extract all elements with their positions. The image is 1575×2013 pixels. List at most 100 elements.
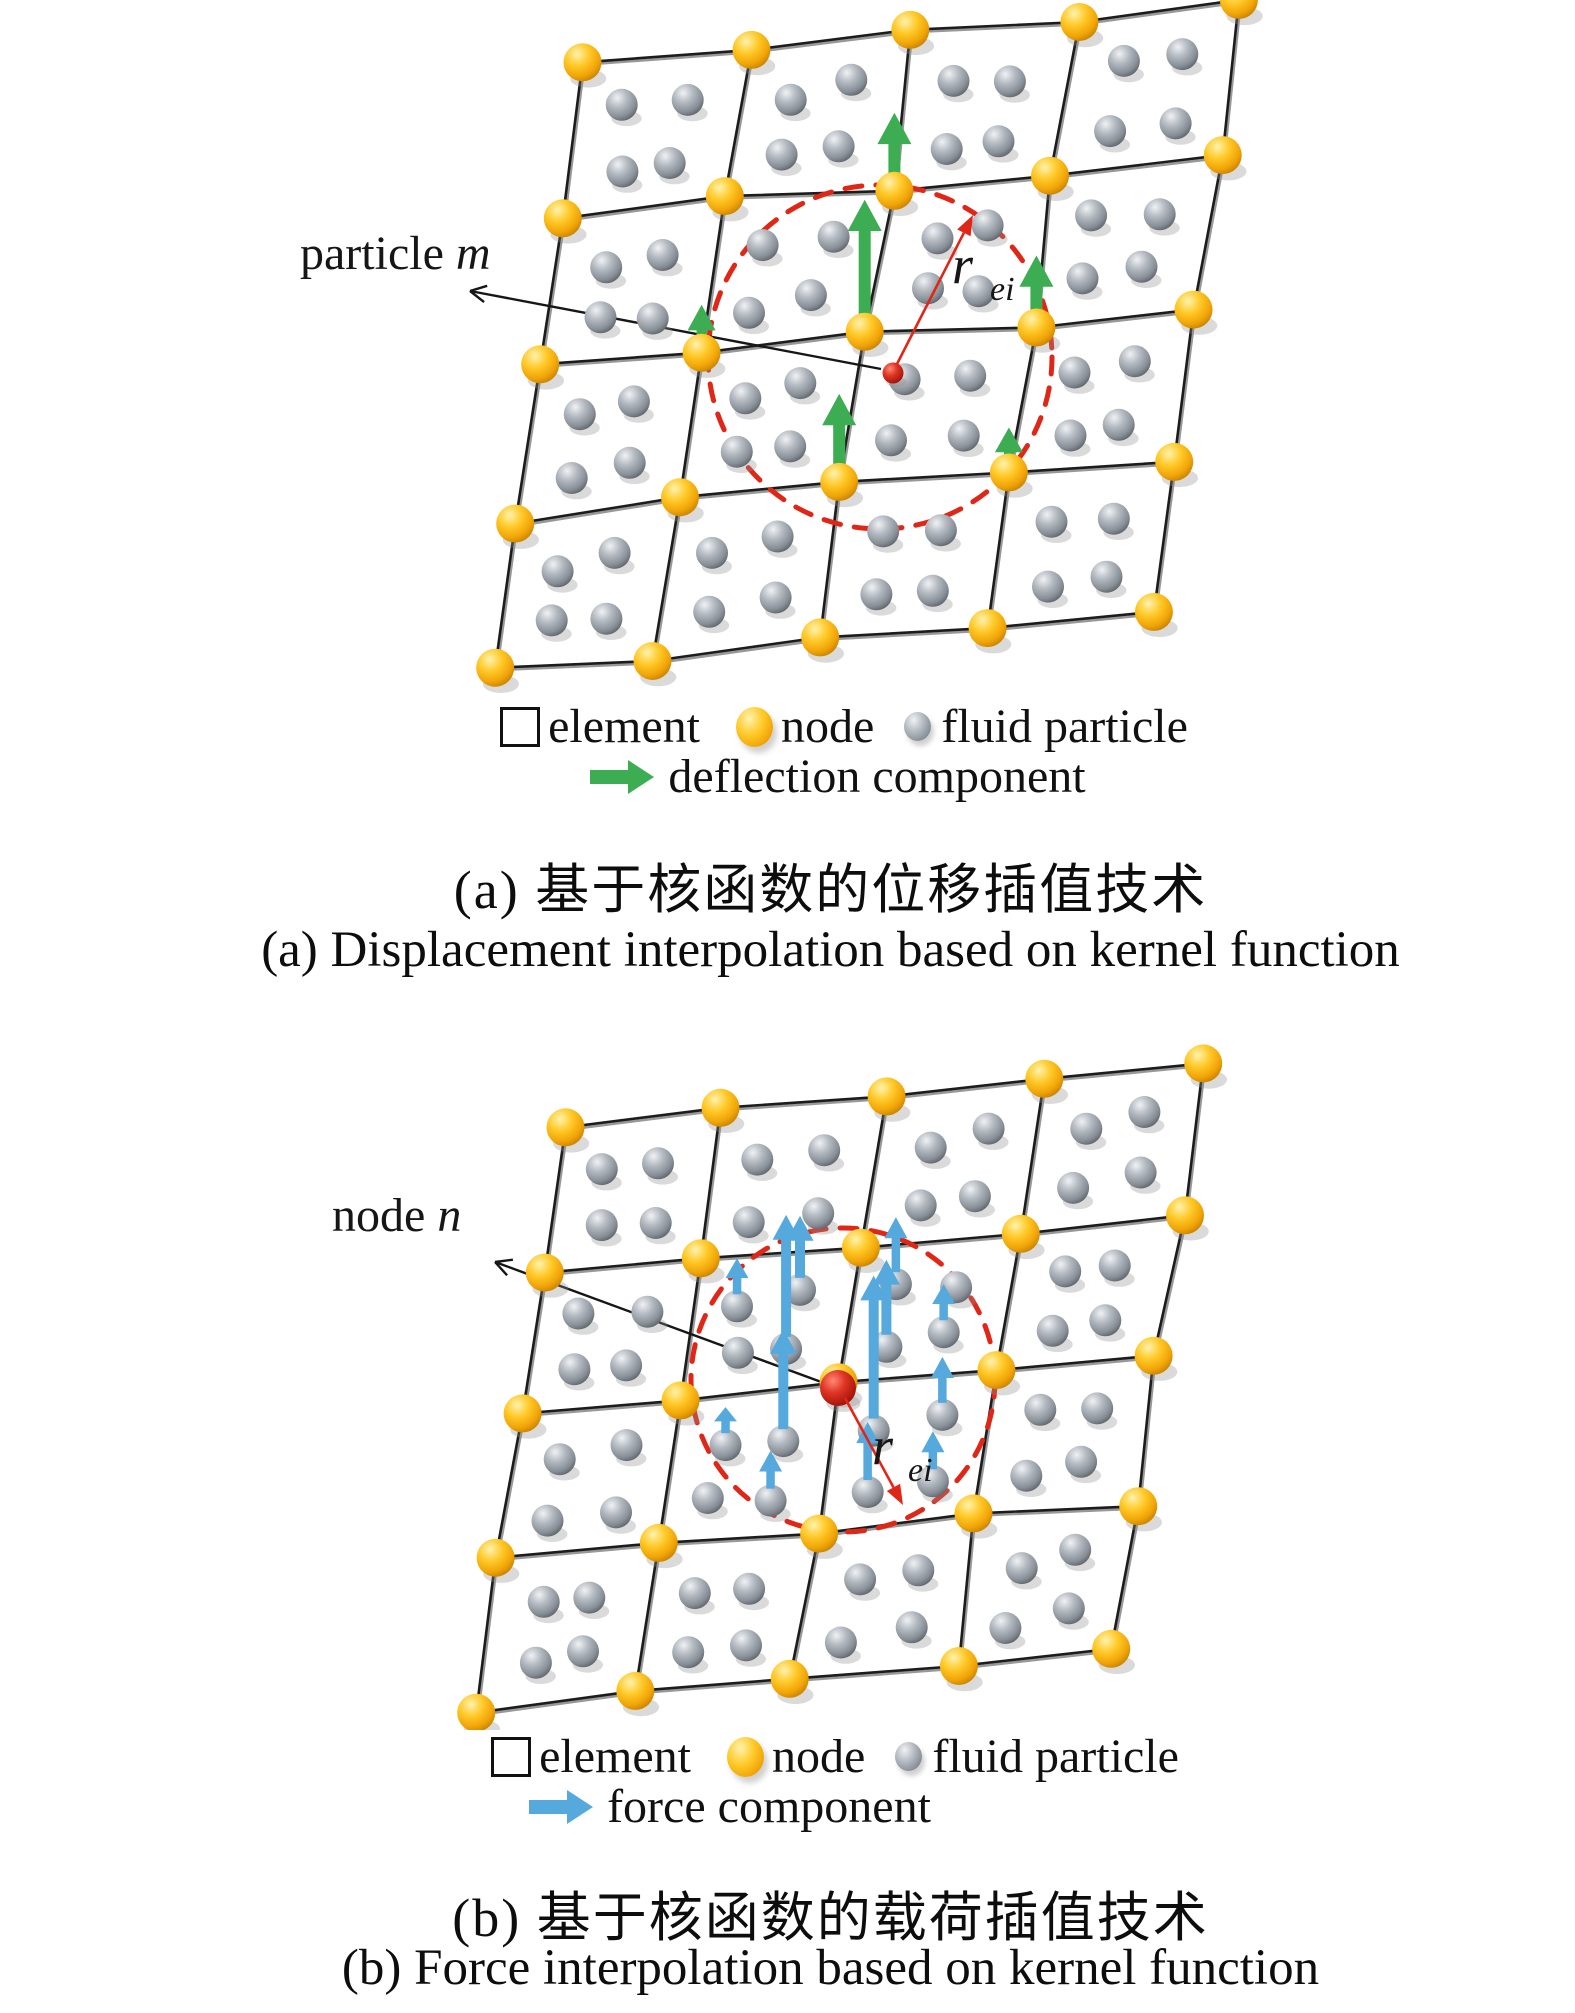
mesh-node [1155,442,1194,481]
fluid-particle [1052,1592,1085,1625]
fluid-particle-icon [904,712,932,741]
mesh-node [563,43,602,82]
fluid-particle [947,419,980,452]
fluid-particle [733,296,765,329]
mesh-node [820,462,859,501]
fluid-particle [761,520,794,553]
deflection-arrows [687,112,1054,482]
fluid-particle [721,1290,753,1323]
force-arrow [921,1431,945,1470]
fluid-particle [639,1207,672,1239]
node-n-label-text: node [332,1189,426,1242]
fluid-particle [1097,502,1130,535]
mesh-nodes [476,0,1263,694]
fluid-particle [730,1629,762,1662]
mesh-node [639,1523,678,1562]
radius-label-a: r [952,235,974,295]
mesh-node [633,642,672,680]
fluid-particle [653,147,686,179]
fluid-particle [720,435,753,468]
legend-a-deflection: deflection component [70,749,1575,804]
mesh-node [968,609,1007,648]
fluid-particle [600,1496,632,1529]
mesh-node [1134,592,1173,631]
mesh-node [1031,156,1069,195]
fluid-particle [851,1476,884,1508]
caption-b-chinese: (b) 基于核函数的载荷插值技术 [452,1888,1209,1948]
mesh-node [1219,0,1258,19]
mesh-node [1134,1336,1173,1375]
fluid-particle [759,581,792,614]
fluid-particle [924,514,957,547]
mesh-node [989,453,1028,492]
fluid-particle [709,1429,742,1462]
node-n [820,1370,856,1406]
element-icon [491,1736,532,1777]
force-arrow [932,1284,956,1321]
fluid-particle [519,1646,552,1679]
fluid-particle [642,1147,674,1180]
fluid-particle [563,398,596,431]
mesh-nodes [457,1044,1227,1730]
fluid-particle [916,1465,949,1498]
fluid-particle [598,536,631,569]
fluid-particle [844,1563,877,1596]
fluid-particle [972,1112,1005,1145]
fluid-particle [672,1636,705,1669]
node-n-label-symbol: n [437,1189,462,1242]
fluid-particle [733,1572,766,1605]
fluid-particle [585,1209,618,1242]
fluid-particle [912,272,944,305]
legend-a: element node fluid particle [113,699,1575,754]
mesh-node [801,618,840,657]
mesh-node [705,177,744,216]
fluid-particle [535,604,568,637]
fluid-particle [678,1577,711,1610]
radius-label-b: r [872,1416,894,1476]
force-arrow [872,1259,900,1335]
fluid-particle [1010,1459,1043,1492]
mesh-node [867,1077,906,1116]
fluid-particle [1094,115,1127,148]
legend-deflection-label: deflection component [668,750,1086,803]
radius-label-a-subscript: ei [990,271,1015,308]
support-radius-arrow [895,215,973,365]
caption-a-chinese: (a) 基于核函数的位移插值技术 [453,860,1208,920]
fluid-particle [590,251,623,284]
fluid-particle [671,83,704,116]
fluid-particle [729,382,762,415]
fluid-particle [1102,408,1135,441]
fluid-particle [802,1197,835,1230]
deflection-arrow [877,112,912,191]
fluid-particle [610,1429,643,1462]
mesh-node [891,10,930,49]
mesh-node [1174,290,1213,329]
mesh-node [521,345,560,384]
fluid-particle [754,1484,787,1517]
force-arrow [714,1407,737,1434]
support-radius-arrow [843,1397,903,1505]
mesh-node [661,1381,700,1420]
force-interpolation-diagram: r ei [457,1044,1227,1730]
fluid-particle [613,446,646,479]
deflection-arrow [822,393,857,482]
fluid-particle [746,229,779,262]
fluid-particle [1005,1552,1038,1585]
deflection-arrow [1019,255,1054,328]
mesh-node [770,1659,809,1698]
force-arrow [725,1258,749,1295]
mesh-node [661,478,699,517]
fluid-particle [605,88,638,121]
fluid-particle [962,275,995,308]
mesh-node [845,312,884,351]
fluid-particle [1075,199,1108,232]
fluid-particle [989,1612,1022,1644]
fluid-particle [1124,1156,1157,1189]
force-arrow [860,1275,888,1419]
mesh-node [1184,1044,1223,1083]
mesh-node [875,171,914,210]
fluid-particle [926,1398,959,1431]
fluid-particles [519,1096,1165,1685]
fluid-particles [535,38,1203,642]
